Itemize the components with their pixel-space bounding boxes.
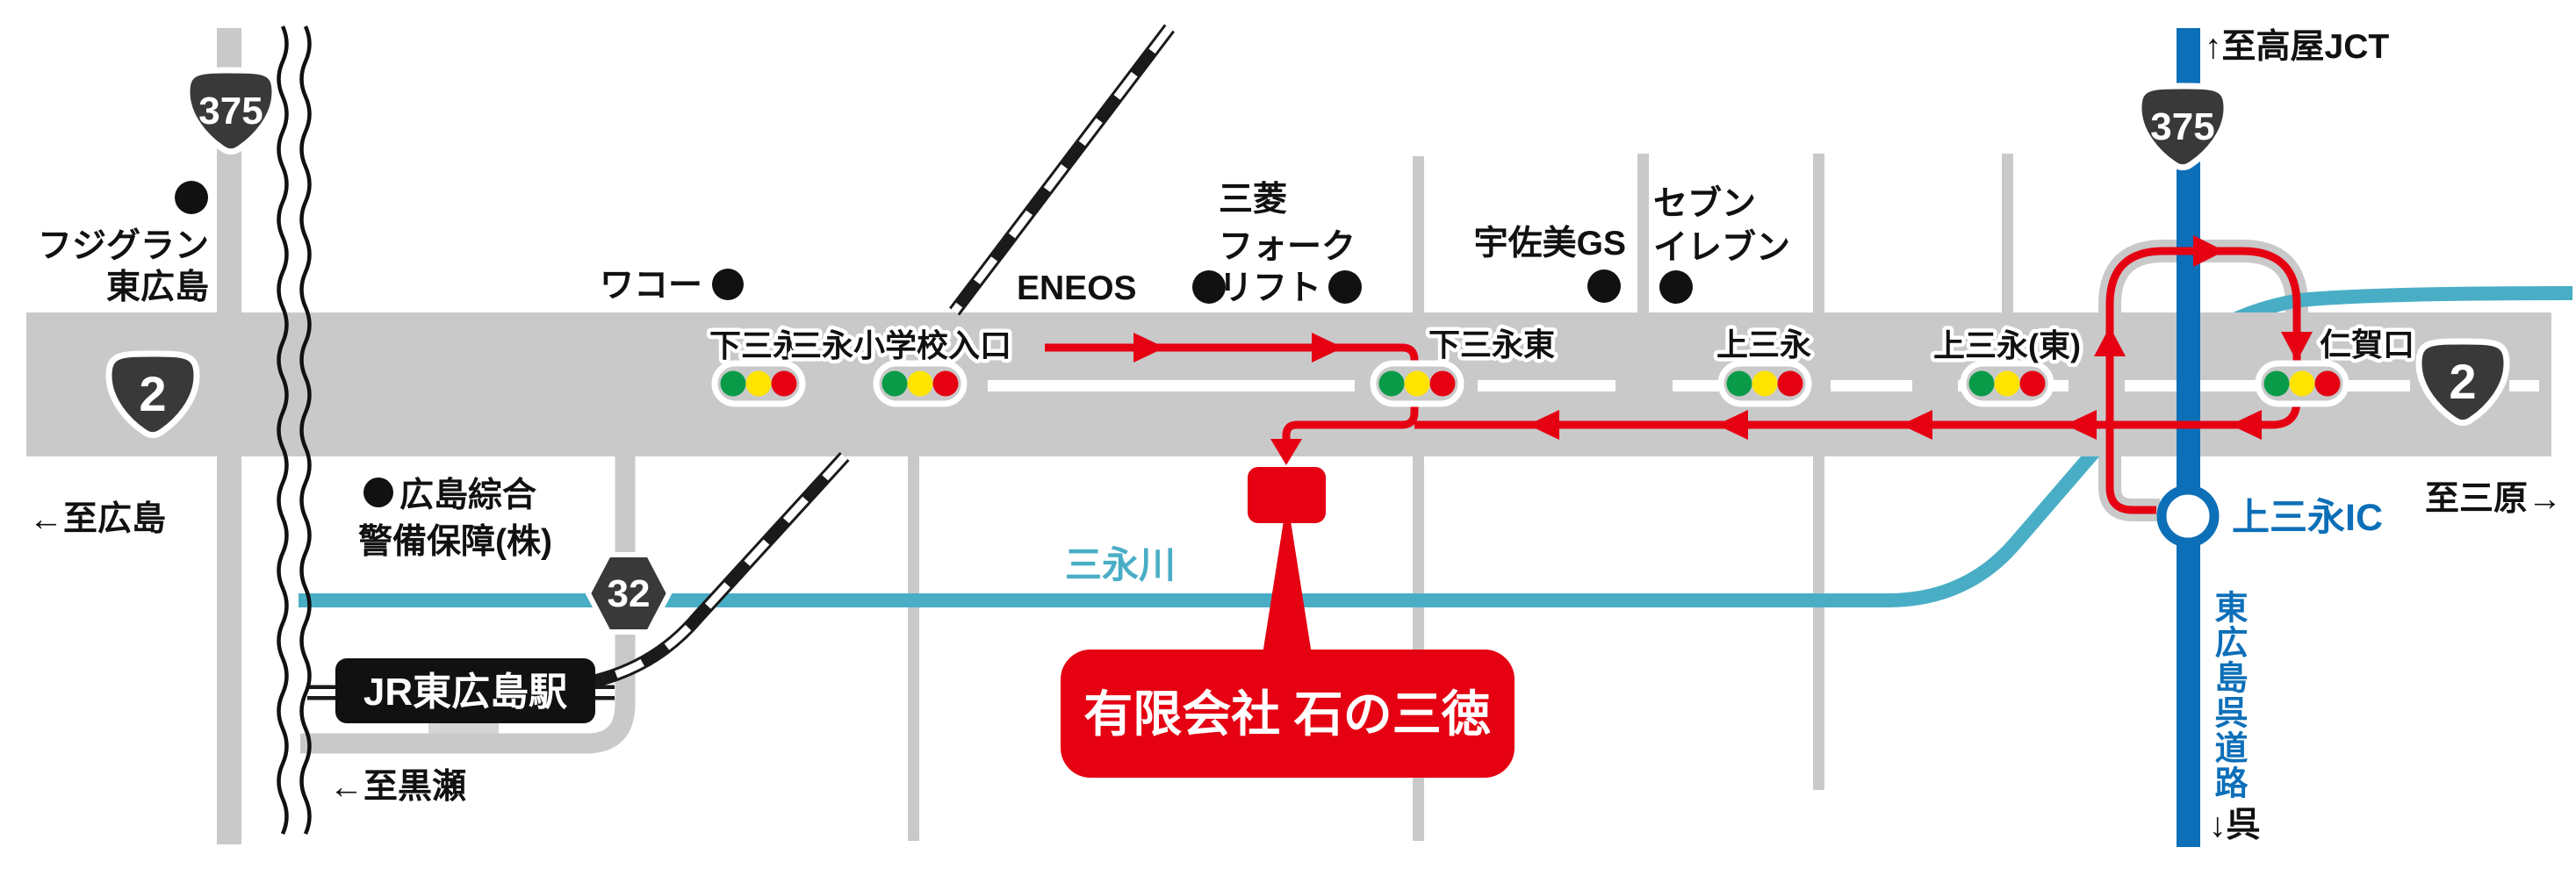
signal-shimo-minaga xyxy=(711,360,806,407)
signal-kami-minaga-higashi xyxy=(1960,360,2054,407)
to-kurose: ←至黒瀬 xyxy=(329,768,466,806)
mitsubishi-dot xyxy=(1328,270,1362,304)
green-light xyxy=(1378,370,1405,397)
yellow-light xyxy=(907,370,933,397)
red-light xyxy=(771,370,797,397)
shield-number: 375 xyxy=(198,90,263,133)
red-light xyxy=(2019,370,2046,397)
label-shimo-minaga-higashi: 下三永東 xyxy=(1428,327,1555,363)
label-nikaguchi: 仁賀口 xyxy=(2320,327,2414,363)
route2-shield-right: 2 xyxy=(2415,338,2510,427)
fujigran-line1: フジグラン xyxy=(38,227,209,265)
wako-label: ワコー xyxy=(600,267,702,305)
route-ic-overpass xyxy=(2105,247,2301,514)
mitsubishi-line1: 三菱 xyxy=(1219,181,1287,219)
keibi-dot xyxy=(363,477,393,507)
route375-shield-top-left: 375 xyxy=(183,67,278,155)
yellow-light xyxy=(745,370,772,397)
red-light xyxy=(932,370,959,397)
label-kami-minaga: 上三永 xyxy=(1716,327,1811,363)
poi-labels: フジグラン 東広島 ワコー ENEOS 三菱 フォーク リフト 宇佐美GS セブ… xyxy=(38,181,1790,561)
signal-nikaguchi xyxy=(2255,360,2349,407)
railroad-upper-segment xyxy=(949,24,1175,316)
interchange-label: 上三永IC xyxy=(2232,497,2383,539)
red-light xyxy=(1777,370,1803,397)
pref32-road xyxy=(300,455,636,754)
signal-kami-minaga xyxy=(1717,360,1812,407)
mitsubishi-line2: フォーク xyxy=(1219,228,1356,266)
eneos-label: ENEOS xyxy=(1017,269,1137,307)
eneos-dot xyxy=(1192,270,1226,304)
shield-number: 375 xyxy=(2150,105,2214,148)
destination-marker xyxy=(1248,467,1326,523)
wavy-stream xyxy=(277,25,312,835)
usami-gs-label: 宇佐美GS xyxy=(1474,225,1626,262)
wako-dot xyxy=(712,269,744,300)
route-arrowheads xyxy=(1133,235,2313,465)
label-shimo-minaga: 下三永 xyxy=(709,327,804,363)
road-centerline xyxy=(988,380,2539,391)
route375-shield-right: 375 xyxy=(2135,83,2230,171)
route-from-hiroshima xyxy=(1045,343,1419,444)
pref32-shield: 32 xyxy=(585,552,673,635)
green-light xyxy=(1726,370,1752,397)
callout-tail xyxy=(1262,499,1313,660)
shield-number: 2 xyxy=(139,366,166,421)
river-label: 三永川 xyxy=(1065,544,1176,585)
green-light xyxy=(720,370,746,397)
green-light xyxy=(1968,370,1995,397)
destination: 有限会社 石の三徳 xyxy=(1061,467,1515,778)
fujigran-line2: 東広島 xyxy=(106,269,209,306)
kamisannaga-ic-circle xyxy=(2156,485,2220,548)
signal-labels: 下三永 三永小学校入口 下三永東 上三永 上三永(東) 仁賀口 xyxy=(705,323,2418,368)
yellow-light xyxy=(1404,370,1430,397)
red-light xyxy=(1429,370,1456,397)
fujigran-dot xyxy=(175,181,208,214)
yellow-light xyxy=(2289,370,2315,397)
yellow-light xyxy=(1752,370,1778,397)
traffic-signals xyxy=(711,360,2349,407)
signal-shimo-minaga-higashi xyxy=(1370,360,1464,407)
to-takaya-jct: ↑至高屋JCT xyxy=(2205,28,2389,66)
label-kami-minaga-higashi: 上三永(東) xyxy=(1933,327,2081,363)
signal-minaga-elementary xyxy=(873,360,968,407)
keibi-line1: 広島綜合 xyxy=(399,477,536,514)
seven-line2: イレブン xyxy=(1653,228,1790,267)
to-kure: ↓呉 xyxy=(2209,807,2261,844)
shield-number: 2 xyxy=(2449,354,2476,409)
seven-line1: セブン xyxy=(1653,184,1756,223)
route2-shield-left: 2 xyxy=(105,350,200,439)
yellow-light xyxy=(1994,370,2020,397)
jr-station: JR東広島駅 xyxy=(335,658,595,723)
direction-labels: ←至広島 ←至黒瀬 至三原→ ↑至高屋JCT ↓呉 xyxy=(29,28,2562,844)
red-light xyxy=(2314,370,2341,397)
label-minaga-elementary: 三永小学校入口 xyxy=(790,327,1011,363)
green-light xyxy=(881,370,908,397)
to-mihara: 至三原→ xyxy=(2425,480,2562,518)
shield-number: 32 xyxy=(608,572,651,615)
expressway-label: 東広島呉道路 xyxy=(2209,590,2248,801)
to-hiroshima: ←至広島 xyxy=(29,500,166,538)
mitsubishi-line3: リフト xyxy=(1219,269,1321,307)
station-label: JR東広島駅 xyxy=(363,671,567,714)
seven-dot xyxy=(1659,270,1693,304)
green-light xyxy=(2263,370,2290,397)
keibi-line2: 警備保障(株) xyxy=(358,523,552,561)
destination-label: 有限会社 石の三徳 xyxy=(1083,686,1491,742)
usami-gs-dot xyxy=(1587,269,1621,303)
destination-callout-box xyxy=(1061,650,1515,778)
